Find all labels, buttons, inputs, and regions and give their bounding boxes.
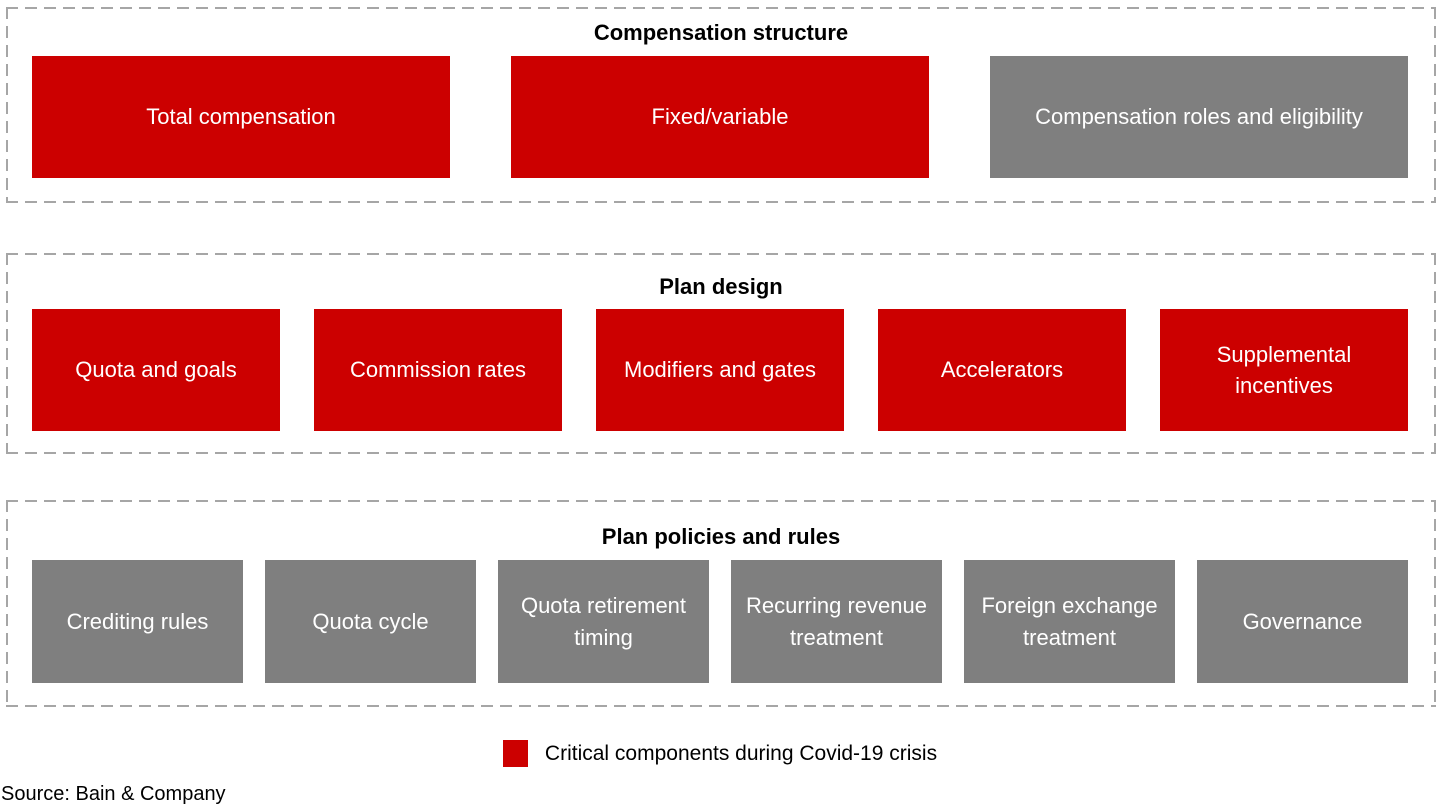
box-fixed-variable: Fixed/variable	[511, 56, 929, 178]
box-accelerators: Accelerators	[878, 309, 1126, 431]
box-label: Quota retirement timing	[520, 593, 687, 650]
box-label: Commission rates	[349, 357, 527, 383]
box-label: Accelerators	[940, 357, 1064, 383]
box-compensation-roles-and-eligibility: Compensation roles and eligibility	[990, 56, 1408, 178]
legend-label: Critical components during Covid-19 cris…	[544, 741, 938, 765]
box-quota-and-goals: Quota and goals	[32, 309, 280, 431]
box-label: Recurring revenue treatment	[746, 593, 927, 650]
section-title-plan-design: Plan design	[659, 274, 783, 299]
box-supplemental-incentives: Supplemental incentives	[1160, 309, 1408, 431]
box-total-compensation: Total compensation	[32, 56, 450, 178]
section-compensation-structure: Compensation structure Total compensatio…	[6, 7, 1436, 203]
box-row-compensation-structure: Total compensation Fixed/variable Compen…	[32, 56, 1408, 178]
box-label: Foreign exchange treatment	[981, 593, 1158, 650]
box-label: Modifiers and gates	[624, 357, 816, 383]
section-plan-policies-and-rules: Plan policies and rules Crediting rules …	[6, 500, 1436, 707]
box-label: Crediting rules	[66, 608, 209, 634]
box-label: Quota cycle	[312, 608, 429, 634]
box-label: Governance	[1242, 608, 1363, 634]
section-title-compensation-structure: Compensation structure	[593, 20, 849, 45]
box-row-plan-policies: Crediting rules Quota cycle Quota retire…	[32, 560, 1408, 683]
box-label: Fixed/variable	[651, 104, 789, 130]
box-governance: Governance	[1197, 560, 1408, 683]
source-note: Source: Bain & Company	[1, 783, 226, 805]
box-recurring-revenue-treatment: Recurring revenue treatment	[731, 560, 942, 683]
box-label: Supplemental incentives	[1216, 341, 1352, 398]
box-foreign-exchange-treatment: Foreign exchange treatment	[964, 560, 1175, 683]
box-quota-cycle: Quota cycle	[265, 560, 476, 683]
box-label: Quota and goals	[75, 357, 237, 383]
box-modifiers-and-gates: Modifiers and gates	[596, 309, 844, 431]
box-crediting-rules: Crediting rules	[32, 560, 243, 683]
critical-swatch-icon	[502, 740, 528, 767]
box-label: Total compensation	[146, 104, 336, 130]
box-row-plan-design: Quota and goals Commission rates Modifie…	[32, 309, 1408, 431]
section-plan-design: Plan design Quota and goals Commission r…	[6, 253, 1436, 454]
section-title-plan-policies-and-rules: Plan policies and rules	[601, 524, 841, 549]
box-label: Compensation roles and eligibility	[1035, 104, 1363, 130]
legend: Critical components during Covid-19 cris…	[0, 740, 1440, 767]
box-quota-retirement-timing: Quota retirement timing	[498, 560, 709, 683]
box-commission-rates: Commission rates	[314, 309, 562, 431]
